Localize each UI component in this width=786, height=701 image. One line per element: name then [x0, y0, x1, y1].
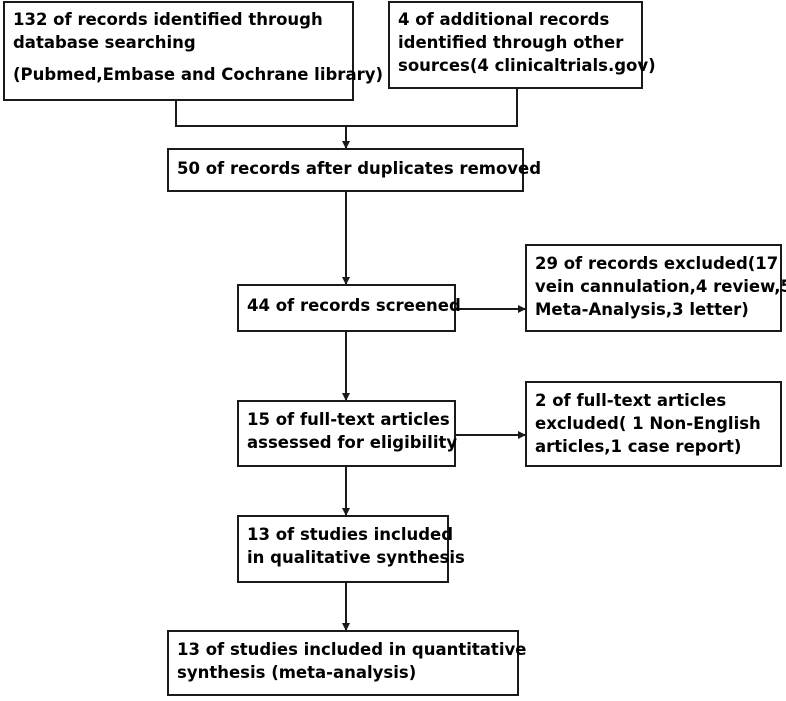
fulltext-excluded-line-2: excluded( 1 Non-English	[535, 414, 761, 433]
fulltext-excluded-box: 2 of full-text articles excluded( 1 Non-…	[525, 381, 782, 467]
records-excluded-box: 29 of records excluded(17 vein cannulati…	[525, 244, 786, 332]
records-excluded-line-1: 29 of records excluded(17	[535, 254, 779, 273]
other-sources-box: 4 of additional records identified throu…	[388, 1, 656, 89]
database-search-line-3: (Pubmed,Embase and Cochrane library)	[13, 65, 384, 84]
duplicates-removed-line-1: 50 of records after duplicates removed	[177, 159, 542, 178]
fulltext-assessed-line-1: 15 of full-text articles	[247, 410, 450, 429]
database-search-line-2: database searching	[13, 33, 196, 52]
screened-line-1: 44 of records screened	[247, 296, 461, 315]
other-sources-line-2: identified through other	[398, 33, 624, 52]
records-excluded-line-2: vein cannulation,4 review,5	[535, 277, 786, 296]
quantitative-synthesis-box: 13 of studies included in quantitative s…	[167, 630, 527, 696]
other-sources-line-1: 4 of additional records	[398, 10, 610, 29]
fulltext-excluded-line-1: 2 of full-text articles	[535, 391, 727, 410]
other-sources-line-3: sources(4 clinicaltrials.gov)	[398, 56, 656, 75]
quantitative-line-1: 13 of studies included in quantitative	[177, 640, 527, 659]
duplicates-removed-box: 50 of records after duplicates removed	[167, 148, 542, 192]
quantitative-line-2: synthesis (meta-analysis)	[177, 663, 417, 682]
fulltext-assessed-line-2: assessed for eligibility	[247, 433, 458, 452]
database-search-line-1: 132 of records identified through	[13, 10, 323, 29]
qualitative-line-2: in qualitative synthesis	[247, 548, 465, 567]
qualitative-synthesis-box: 13 of studies included in qualitative sy…	[237, 515, 465, 583]
screened-box: 44 of records screened	[237, 284, 461, 332]
fulltext-excluded-line-3: articles,1 case report)	[535, 437, 742, 456]
database-search-box: 132 of records identified through databa…	[3, 1, 384, 101]
records-excluded-line-3: Meta-Analysis,3 letter)	[535, 300, 749, 319]
qualitative-line-1: 13 of studies included	[247, 525, 454, 544]
fulltext-assessed-box: 15 of full-text articles assessed for el…	[237, 400, 458, 467]
